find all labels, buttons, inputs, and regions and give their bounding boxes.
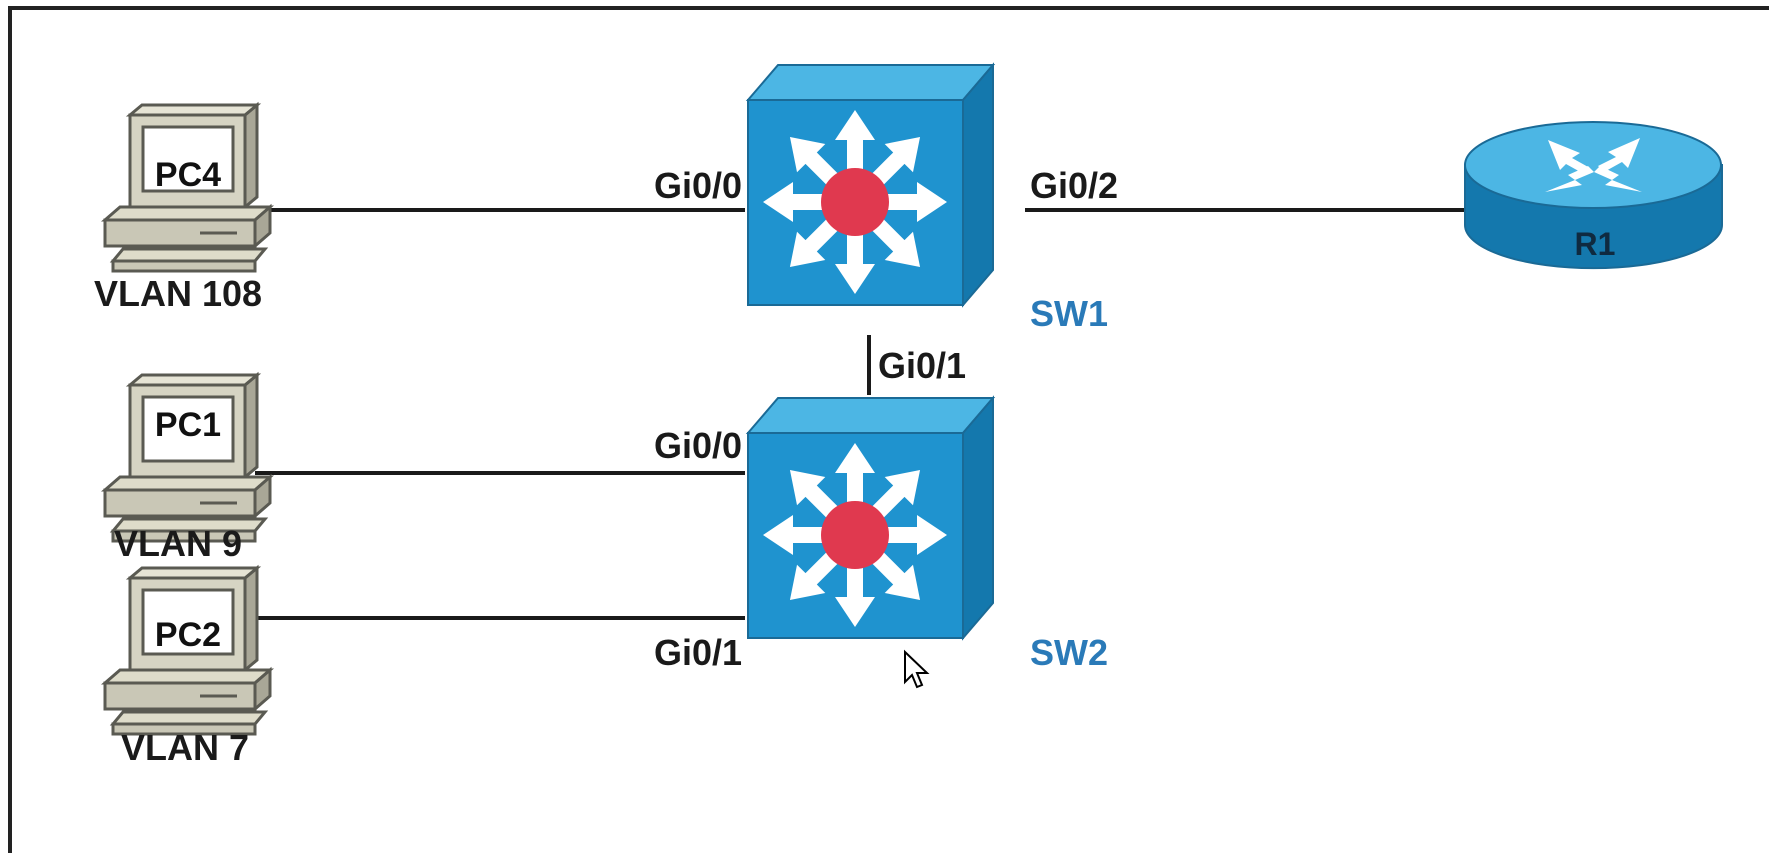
pc2-vlan-label: VLAN 7 [121,727,249,768]
port-label-sw2-gi0-0: Gi0/0 [654,425,742,466]
diagram-border [8,6,1769,853]
mouse-cursor-icon [904,649,930,689]
sw2-name: SW2 [1030,632,1108,673]
sw1-name: SW1 [1030,293,1108,334]
r1-name: R1 [1575,226,1616,262]
pc4-name: PC4 [155,156,221,194]
port-label-sw1-gi0-0: Gi0/0 [654,165,742,206]
multilayer-switch-icon [748,398,993,638]
pc4-node[interactable]: PC4 VLAN 108 [94,103,272,314]
pc4-vlan-label: VLAN 108 [94,273,262,314]
pc1-node[interactable]: PC1 VLAN 9 [103,373,272,564]
port-label-sw1-gi0-1: Gi0/1 [878,345,966,386]
r1-node[interactable]: R1 [1464,121,1723,270]
multilayer-switch-icon [748,65,993,305]
pc-icon [103,373,272,543]
sw2-node[interactable]: SW2 [748,398,1108,673]
port-label-sw1-gi0-2: Gi0/2 [1030,165,1118,206]
pc2-node[interactable]: PC2 VLAN 7 [103,566,272,768]
sw1-node[interactable]: SW1 [748,65,1108,334]
port-label-sw2-gi0-1: Gi0/1 [654,632,742,673]
pc1-name: PC1 [155,406,221,444]
pc2-name: PC2 [155,616,221,654]
pc1-vlan-label: VLAN 9 [114,523,242,564]
router-icon [1464,121,1723,270]
